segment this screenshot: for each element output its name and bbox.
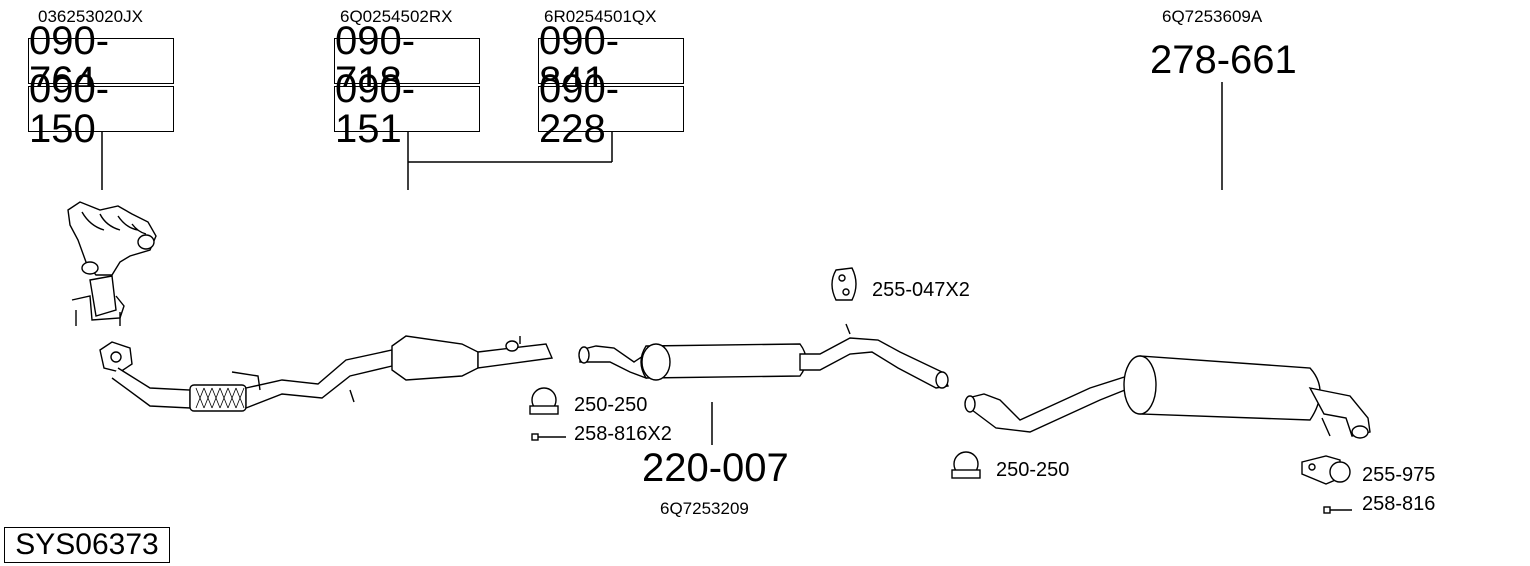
label-bolt-front[interactable]: 258-816X2 <box>574 423 672 445</box>
oem-number-rear: 6Q7253609A <box>1162 7 1263 26</box>
part-box-cat-b-top[interactable]: 090-841 <box>538 21 684 101</box>
part-box-manifold-bottom[interactable]: 090-150 <box>28 69 174 149</box>
exhaust-manifold-icon <box>67 201 157 326</box>
label-clamp-rear[interactable]: 250-250 <box>996 459 1070 481</box>
clamp-icon <box>951 451 981 479</box>
part-box-cat-a-bottom[interactable]: 090-151 <box>334 69 480 149</box>
rubber-mount-icon <box>831 267 857 301</box>
part-number-rear-silencer[interactable]: 278-661 <box>1150 38 1297 82</box>
part-box-cat-a-top[interactable]: 090-718 <box>334 21 480 101</box>
oem-number-cat-b: 6R0254501QX <box>544 7 657 26</box>
oem-number-middle: 6Q7253209 <box>660 499 749 518</box>
label-bolt-rear[interactable]: 258-816 <box>1362 493 1436 515</box>
clamp-icon <box>529 387 559 415</box>
label-bracket-rear[interactable]: 255-975 <box>1362 464 1436 486</box>
middle-silencer-icon <box>578 323 949 389</box>
bolt-icon <box>1323 506 1352 514</box>
part-box-cat-b-bottom[interactable]: 090-228 <box>538 69 684 149</box>
rear-silencer-icon <box>964 355 1371 439</box>
part-number-middle-silencer[interactable]: 220-007 <box>642 446 789 490</box>
bracket-icon <box>1301 455 1351 485</box>
oem-number-cat-a: 6Q0254502RX <box>340 7 453 26</box>
oem-number-manifold: 036253020JX <box>38 7 143 26</box>
catalytic-converter-icon <box>391 335 554 381</box>
bolt-icon <box>531 433 566 441</box>
system-id-box: SYS06373 <box>4 527 170 563</box>
front-pipe-icon <box>99 341 393 412</box>
label-rubber-mount[interactable]: 255-047X2 <box>872 279 970 301</box>
label-clamp-front[interactable]: 250-250 <box>574 394 648 416</box>
